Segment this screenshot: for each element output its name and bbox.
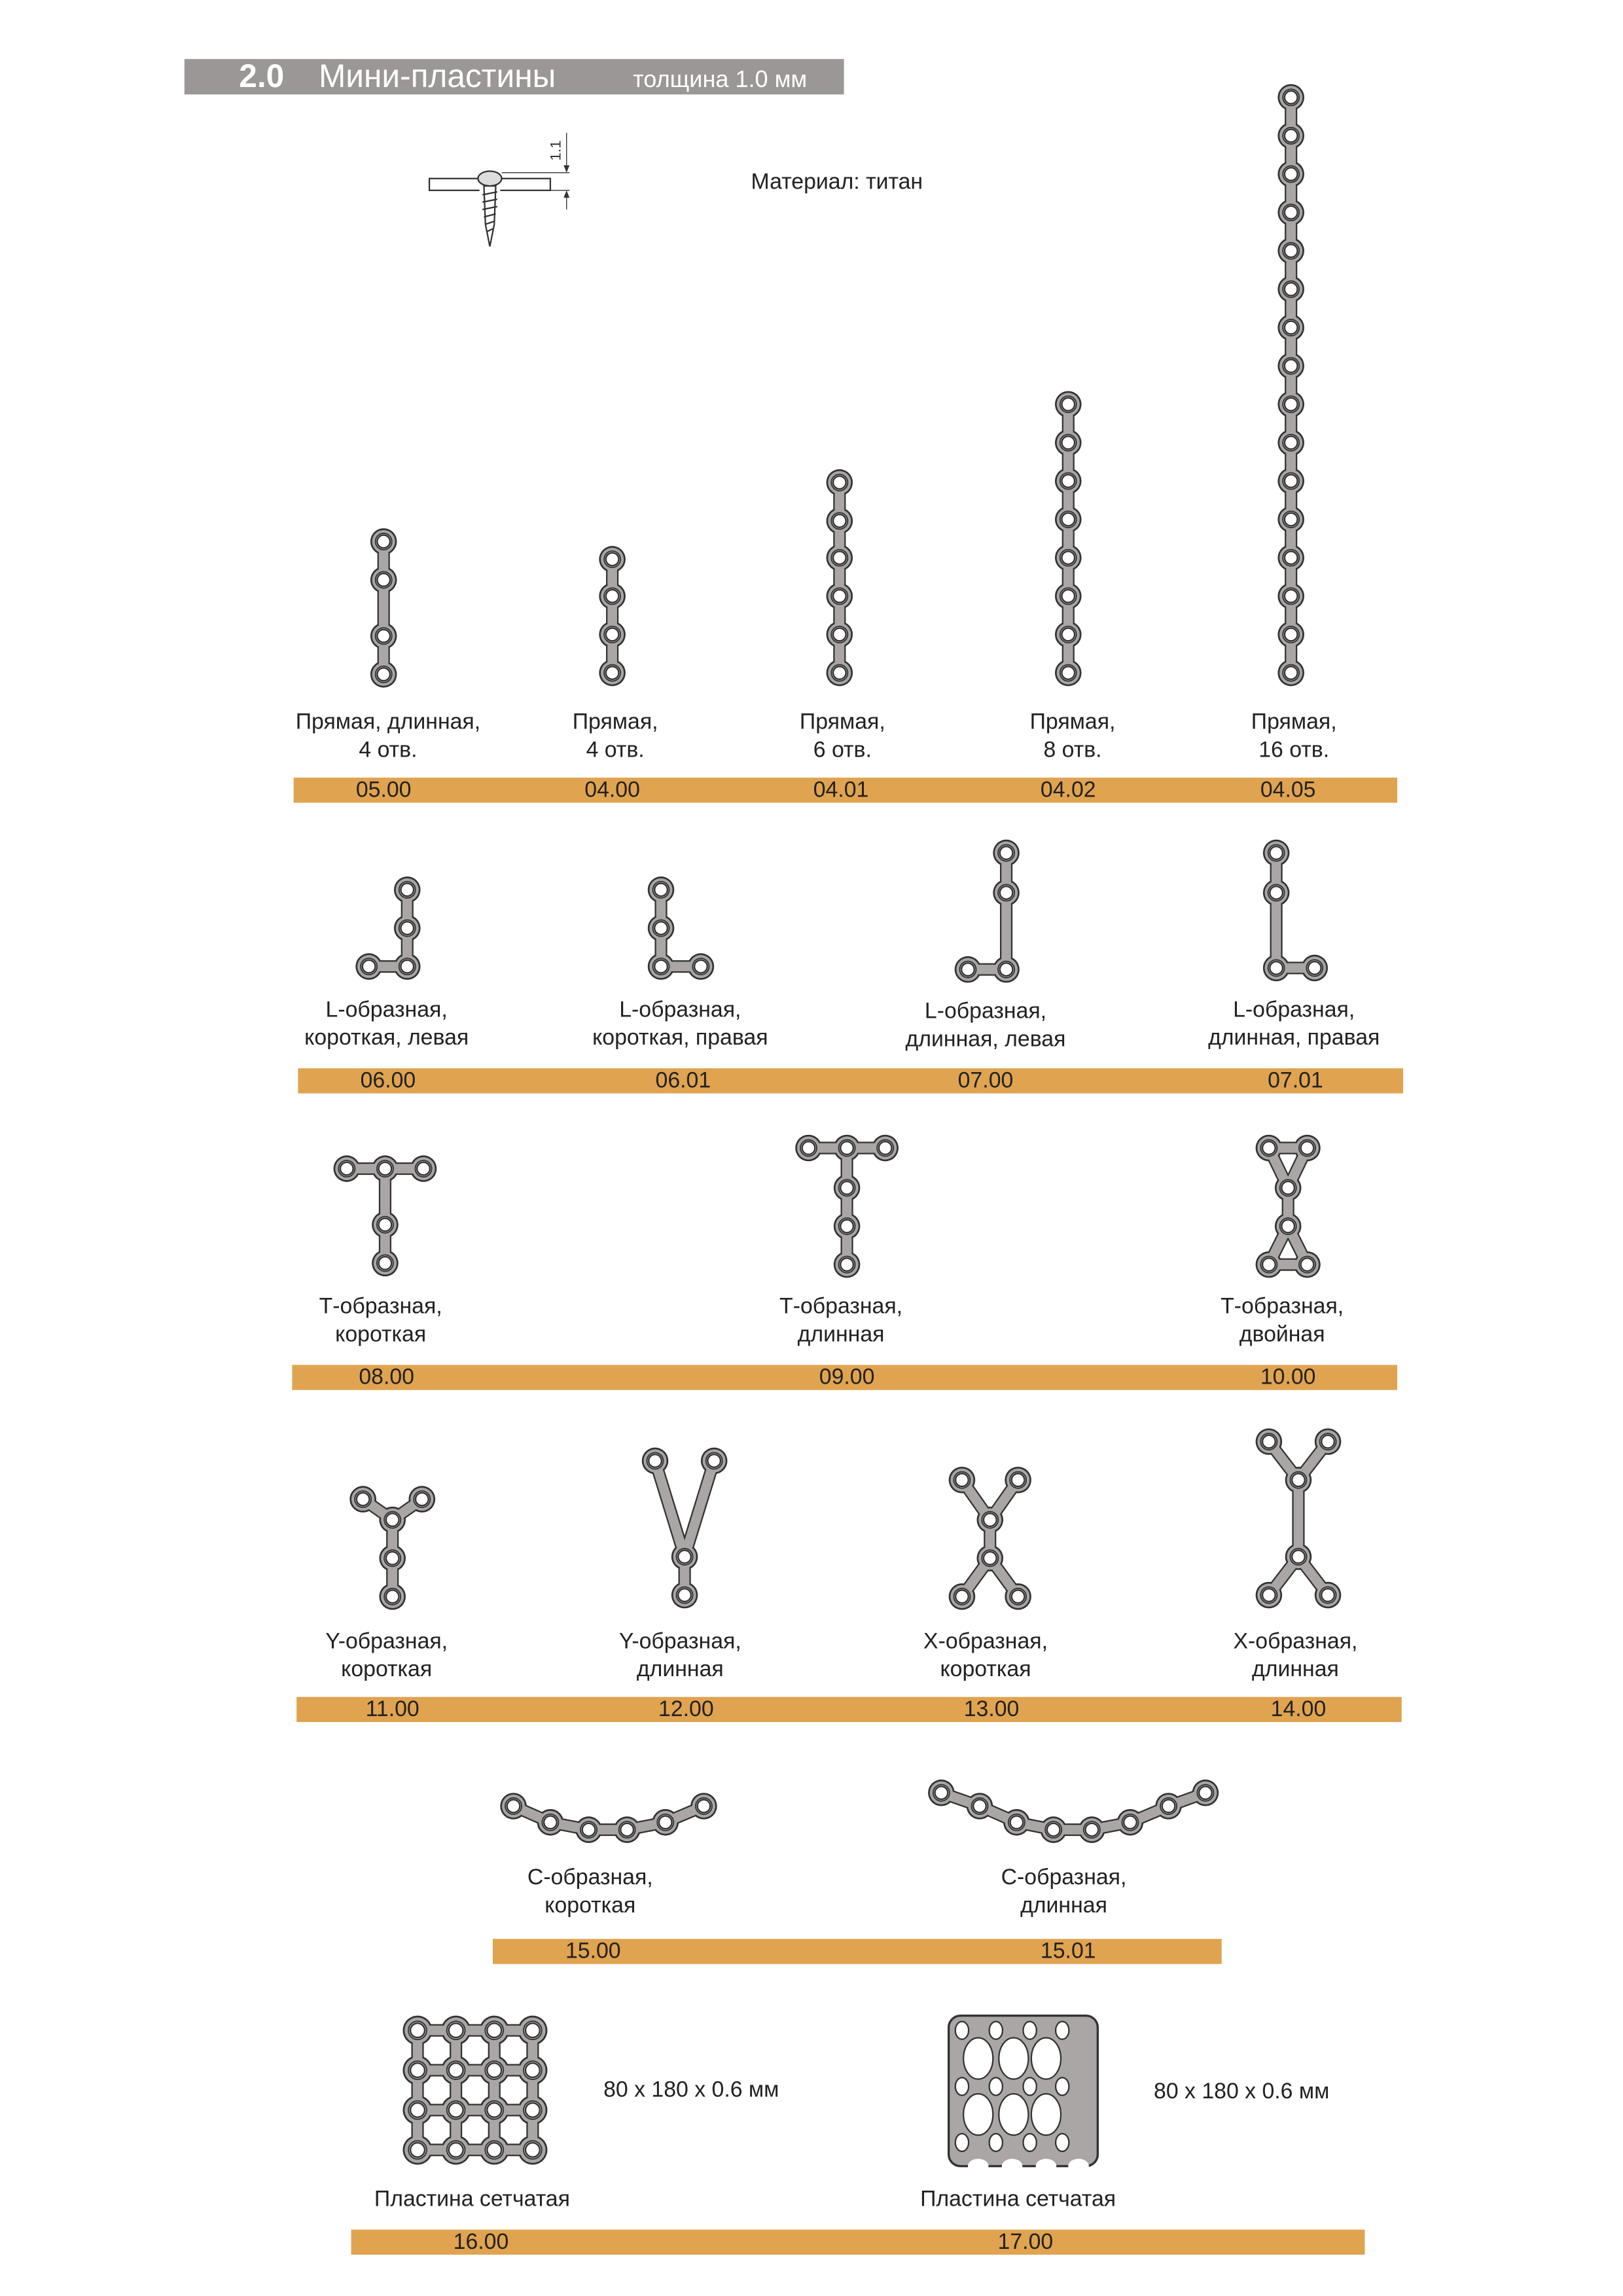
plate-l-short-left [355,876,421,980]
plate-label: Т-образная,короткая [319,1294,442,1348]
article-code: 16.00 [453,2229,509,2255]
code-bar [292,1365,1398,1390]
plate-l-long-left [954,839,1020,983]
article-code: 17.00 [997,2229,1054,2255]
article-code: 15.01 [1040,1939,1096,1964]
plate-l-short-right [647,876,715,980]
plate-straight-16 [1277,84,1304,687]
article-code: 05.00 [355,778,412,803]
plate-x-long [1255,1428,1342,1609]
code-bar [493,1939,1222,1964]
plate-straight-4 [599,546,626,687]
plate-label: Х-образная,короткая [923,1628,1048,1683]
mesh-plate-16 [402,2015,548,2165]
plate-label: С-образная,длинная [1001,1865,1127,1918]
plate-c-long [928,1779,1219,1843]
code-bar [293,778,1398,803]
plate-l-long-right [1262,839,1329,982]
plate-straight-long-4 [370,528,397,688]
section-thickness: толщина 1.0 мм [633,67,808,94]
plate-label: Прямая,6 отв. [799,709,885,763]
section-title: Мини-пластины [318,57,556,95]
article-code: 10.00 [1260,1365,1316,1390]
article-code: 07.01 [1268,1068,1323,1094]
article-code: 07.00 [957,1068,1014,1094]
code-bar [298,1068,1404,1094]
article-code: 06.00 [360,1068,416,1094]
article-code: 04.05 [1260,778,1316,803]
screw-dimension: 1.1 [548,140,564,160]
plate-label: Прямая,4 отв. [572,709,658,763]
mesh-dimensions: 80 x 180 x 0.6 мм [603,2077,779,2103]
plate-label: L-образная,длинная, левая [905,999,1066,1052]
article-code: 04.02 [1040,778,1096,803]
article-code: 11.00 [365,1696,419,1723]
plate-y-short [349,1486,436,1610]
plate-straight-8 [1054,391,1082,687]
article-code: 06.01 [655,1068,711,1094]
code-bar [296,1696,1402,1723]
plate-label: Прямая,16 отв. [1251,709,1337,763]
plate-straight-6 [826,469,853,687]
plate-label: Х-образная,длинная [1233,1628,1358,1683]
code-bar [351,2229,1365,2255]
plate-label: Пластина сетчатая [374,2187,570,2212]
screw-diagram: 1.1 [428,132,570,247]
plate-t-long [795,1134,899,1278]
plate-label: Пластина сетчатая [920,2187,1116,2212]
plate-t-double [1255,1134,1321,1278]
plate-t-short [333,1155,437,1277]
article-code: 04.00 [584,778,640,803]
article-code: 08.00 [359,1365,415,1390]
plate-y-long [641,1447,728,1609]
article-code: 13.00 [963,1696,1020,1723]
plate-label: Прямая,8 отв. [1029,709,1116,763]
plate-label: L-образная,длинная, правая [1208,997,1380,1051]
mesh-dimensions: 80 x 180 x 0.6 мм [1154,2079,1330,2104]
plate-label: Y-образная,длинная [618,1628,741,1683]
article-code: 04.01 [813,778,869,803]
plate-label: Y-образная,короткая [325,1628,448,1683]
plate-label: Т-образная,длинная [779,1294,903,1348]
section-number: 2.0 [239,57,285,95]
article-code: 14.00 [1270,1696,1327,1723]
material-label: Материал: титан [751,170,923,195]
plate-label: L-образная,короткая, правая [592,997,768,1051]
article-code: 12.00 [658,1696,714,1723]
plate-x-short [948,1466,1031,1610]
plate-c-short [500,1793,717,1843]
article-code: 09.00 [819,1365,875,1390]
plate-label: Прямая, длинная,4 отв. [295,709,481,763]
section-header: 2.0 Мини-пластины толщина 1.0 мм [184,57,844,95]
article-code: 15.00 [565,1939,621,1964]
plate-label: Т-образная,двойная [1221,1294,1344,1348]
plate-label: L-образная,короткая, левая [304,997,469,1051]
plate-label: С-образная,короткая [527,1865,653,1918]
mesh-plate-17 [947,2014,1099,2174]
